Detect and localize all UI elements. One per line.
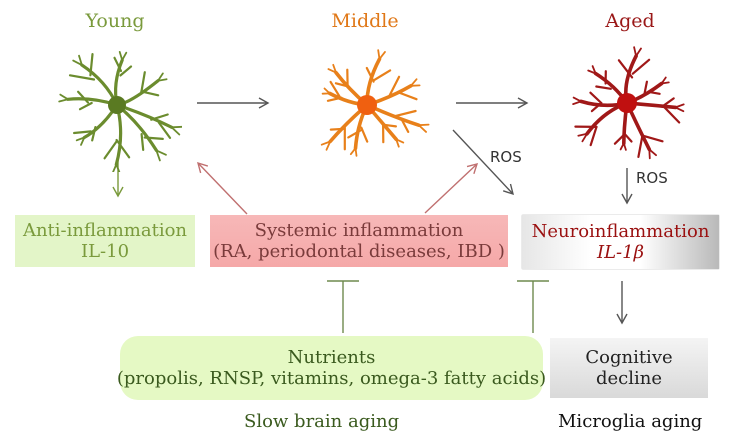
il10-label: IL-10: [80, 241, 130, 262]
young-microglia-cell: [58, 51, 182, 172]
anti-inflammation-box: Anti-inflammation IL-10: [15, 215, 195, 267]
slow-brain-aging-caption: Slow brain aging: [244, 411, 400, 432]
stage-label-young: Young: [85, 10, 145, 32]
decline-label: decline: [595, 368, 662, 389]
inhibit-nutrients-systemic: [327, 280, 359, 333]
ros-label-middle: ROS: [490, 148, 522, 166]
il1beta-label: IL-1β: [596, 242, 644, 263]
microglia-aging-caption: Microglia aging: [558, 411, 703, 432]
cognitive-decline-box: Cognitive decline: [550, 338, 708, 398]
arrow-systemic-to-young: [197, 161, 248, 215]
stage-label-aged: Aged: [605, 10, 655, 32]
middle-microglia-cell: [320, 49, 430, 157]
cognitive-label: Cognitive: [585, 347, 673, 368]
systemic-inflammation-label: Systemic inflammation: [254, 220, 464, 241]
systemic-inflammation-examples: (RA, periodontal diseases, IBD ): [213, 241, 505, 262]
aged-microglia-cell: [572, 46, 685, 160]
nutrients-box: Nutrients (propolis, RNSP, vitamins, ome…: [116, 336, 547, 400]
neuroinflammation-label: Neuroinflammation: [531, 221, 710, 242]
ros-label-aged: ROS: [636, 169, 668, 187]
stage-label-middle: Middle: [331, 10, 399, 32]
neuroinflammation-box: Neuroinflammation IL-1β: [522, 215, 719, 269]
arrow-systemic-to-middle: [424, 163, 479, 214]
inhibit-nutrients-neuroinflammation: [517, 280, 549, 333]
nutrients-label: Nutrients: [287, 347, 376, 368]
anti-inflammation-label: Anti-inflammation: [22, 220, 188, 241]
arrow-middle-to-neuroinflammation: [452, 129, 514, 196]
nutrients-examples: (propolis, RNSP, vitamins, omega-3 fatty…: [116, 368, 547, 389]
systemic-inflammation-box: Systemic inflammation (RA, periodontal d…: [210, 215, 508, 267]
